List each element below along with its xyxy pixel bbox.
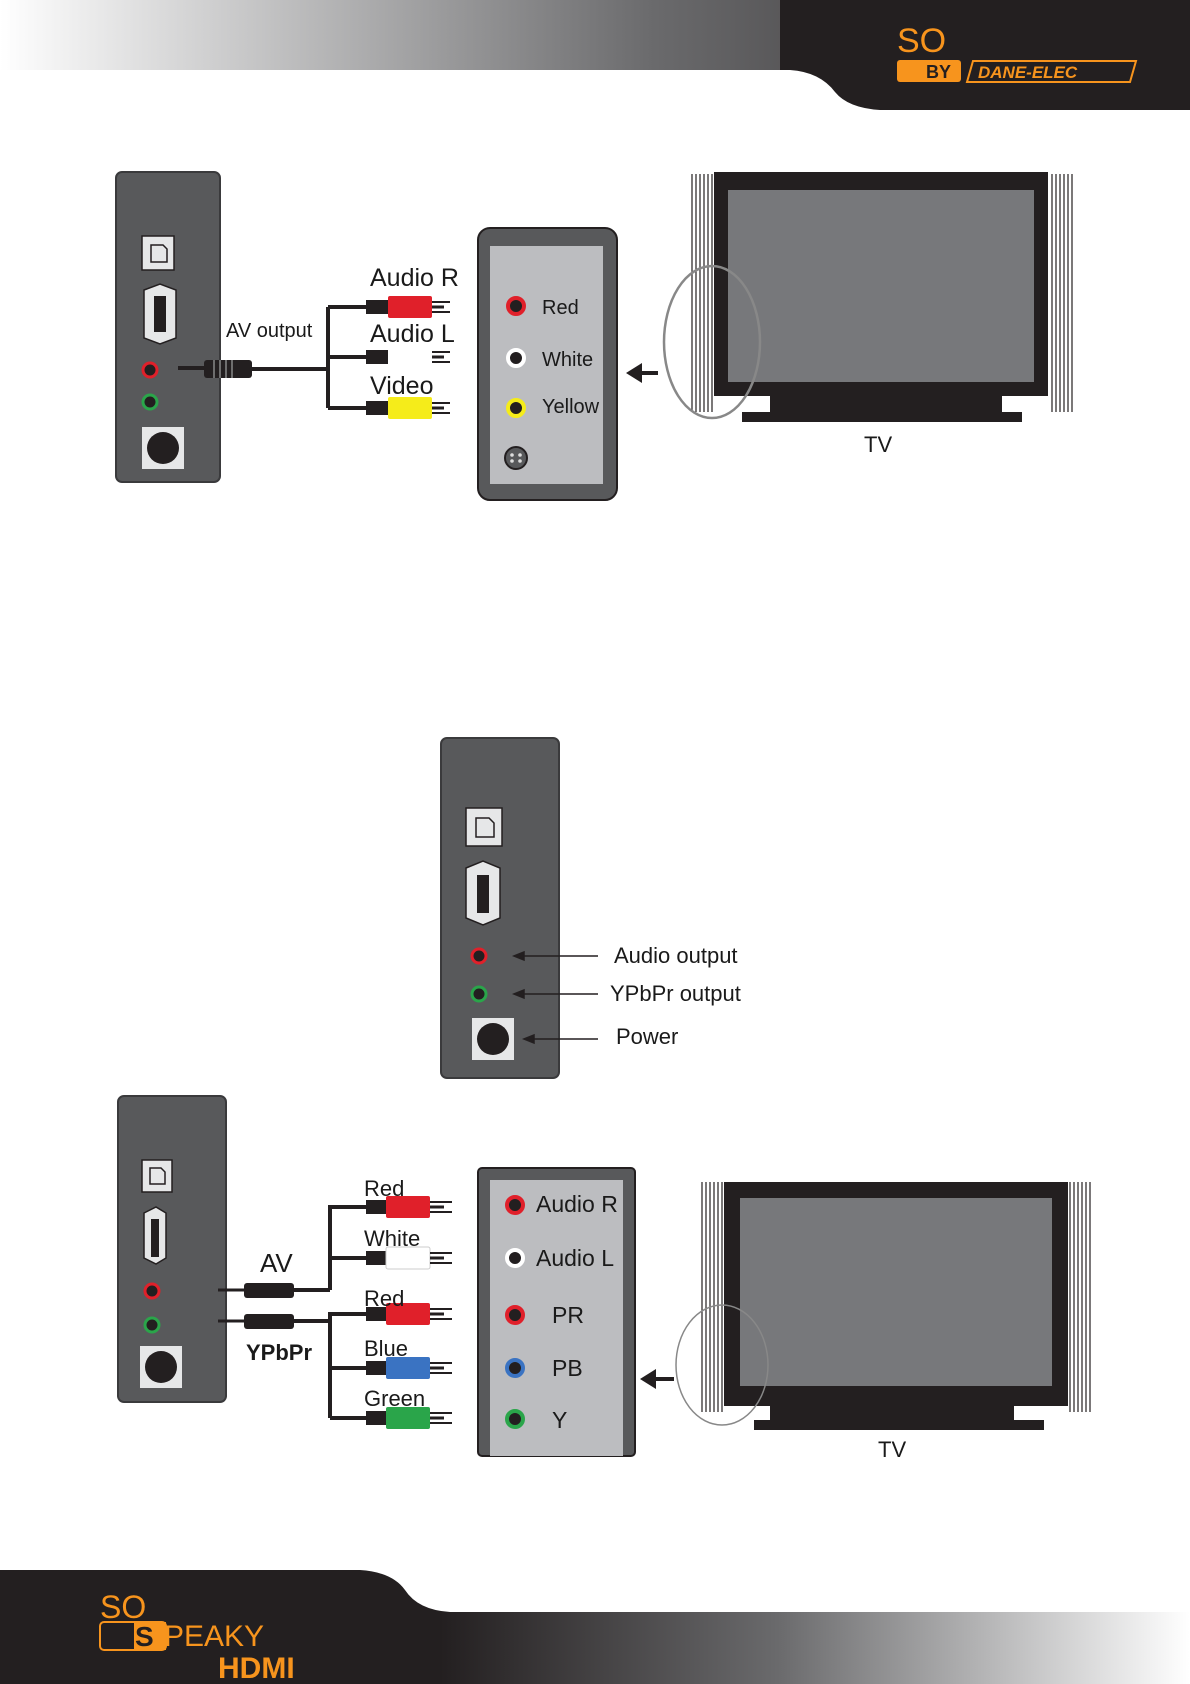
pr-jack-icon: [505, 1305, 525, 1325]
red-jack-icon: [506, 296, 526, 316]
usb-port-icon: [465, 807, 503, 847]
cable-label-audio-l: Audio L: [370, 320, 455, 348]
tv-speaker-right: [1051, 174, 1073, 412]
tv-speaker-right: [1069, 1182, 1091, 1412]
video-jack-icon: [470, 985, 488, 1003]
rca-plug-green-y: [366, 1407, 452, 1429]
rca-plug-red: [366, 296, 450, 318]
av-label: AV: [260, 1248, 293, 1278]
power-jack-icon: [472, 1018, 514, 1060]
svg-text:S: S: [135, 1621, 154, 1652]
hdmi-port-icon: [143, 1206, 167, 1265]
callout-power: Power: [616, 1024, 678, 1049]
svg-text:BY: BY: [926, 62, 951, 82]
pb-jack-icon: [505, 1358, 525, 1378]
s-video-jack-icon: [504, 446, 528, 470]
tv-input-callout-ring: [662, 264, 762, 420]
cable-label-green: Green: [364, 1386, 425, 1411]
tv-label-3: TV: [878, 1437, 906, 1462]
svg-text:HDMI: HDMI: [218, 1652, 295, 1684]
tv-screen: [728, 190, 1034, 382]
device-rear-panel-2: [440, 737, 560, 1079]
power-jack-icon: [140, 1346, 182, 1388]
cable-label-white: White: [364, 1226, 420, 1251]
usb-port-icon: [141, 1159, 173, 1193]
callout-ypbpr-output: YPbPr output: [610, 981, 741, 1006]
tv-speaker-left: [691, 174, 713, 412]
header-band: [0, 0, 1190, 110]
white-jack-icon: [506, 348, 526, 368]
jack-label-audio-l: Audio L: [536, 1245, 614, 1271]
av-cable-1: [178, 305, 366, 410]
rca-plug-red-audio: [366, 1196, 452, 1218]
video-jack-icon: [143, 1316, 161, 1334]
tv-set-3: [675, 1182, 1091, 1430]
arrow-left-icon: [626, 363, 658, 383]
cable-label-red-1: Red: [364, 1176, 404, 1201]
brand-logo-top: SO BY DANE-ELEC: [897, 22, 1138, 83]
rca-plug-white: [366, 346, 450, 368]
jack-label-pb: PB: [552, 1355, 583, 1381]
device-rear-panel-3: [117, 1095, 227, 1403]
svg-text:SO: SO: [897, 22, 946, 60]
jack-label-audio-r: Audio R: [536, 1191, 618, 1217]
cable-label-red-2: Red: [364, 1286, 404, 1311]
audio-r-jack-icon: [505, 1195, 525, 1215]
ypbpr-label: YPbPr: [246, 1340, 312, 1365]
hdmi-port-icon: [465, 860, 501, 926]
callout-arrows: [511, 950, 598, 1045]
jack-label-red: Red: [542, 297, 579, 319]
svg-text:SO: SO: [100, 1589, 146, 1625]
tv-screen: [740, 1198, 1052, 1386]
device-rear-panel-1: [115, 171, 221, 483]
y-jack-icon: [505, 1409, 525, 1429]
audio-jack-icon: [470, 947, 488, 965]
jack-label-y: Y: [552, 1407, 567, 1433]
svg-text:DANE-ELEC: DANE-ELEC: [978, 63, 1078, 82]
rca-plug-yellow: [366, 397, 450, 419]
footer-band: [0, 1570, 1190, 1684]
cable-label-blue: Blue: [364, 1336, 408, 1361]
hdmi-port-icon: [143, 283, 177, 345]
audio-jack-icon: [141, 361, 159, 379]
tv-input-callout-ring: [675, 1304, 769, 1426]
brand-logo-bottom: SO S PEAKY HDMI: [99, 1589, 295, 1684]
jack-label-pr: PR: [552, 1302, 584, 1328]
tv-label-1: TV: [864, 432, 892, 457]
rca-plug-red-pr: [366, 1303, 452, 1325]
rca-plug-white-audio: [366, 1246, 452, 1270]
tv-speaker-left: [701, 1182, 723, 1412]
svg-text:PEAKY: PEAKY: [164, 1620, 264, 1653]
av-output-label: AV output: [226, 320, 313, 342]
av-cable-3: [218, 1205, 366, 1298]
tv-set-1: [662, 172, 1073, 422]
callout-audio-output: Audio output: [614, 943, 738, 968]
audio-jack-icon: [143, 1282, 161, 1300]
audio-l-jack-icon: [505, 1248, 525, 1268]
tv-input-panel-3: [477, 1167, 636, 1457]
power-jack-icon: [142, 427, 184, 469]
video-jack-icon: [141, 393, 159, 411]
rca-plug-blue-pb: [366, 1357, 452, 1379]
arrow-left-icon: [640, 1369, 674, 1389]
usb-port-icon: [141, 235, 175, 271]
ypbpr-cable-3: [218, 1312, 366, 1420]
cable-label-audio-r: Audio R: [370, 264, 459, 292]
jack-label-white: White: [542, 349, 593, 371]
tv-input-panel-1: [477, 227, 618, 501]
cable-label-video: Video: [370, 372, 434, 400]
jack-label-yellow: Yellow: [542, 396, 600, 418]
yellow-jack-icon: [506, 398, 526, 418]
